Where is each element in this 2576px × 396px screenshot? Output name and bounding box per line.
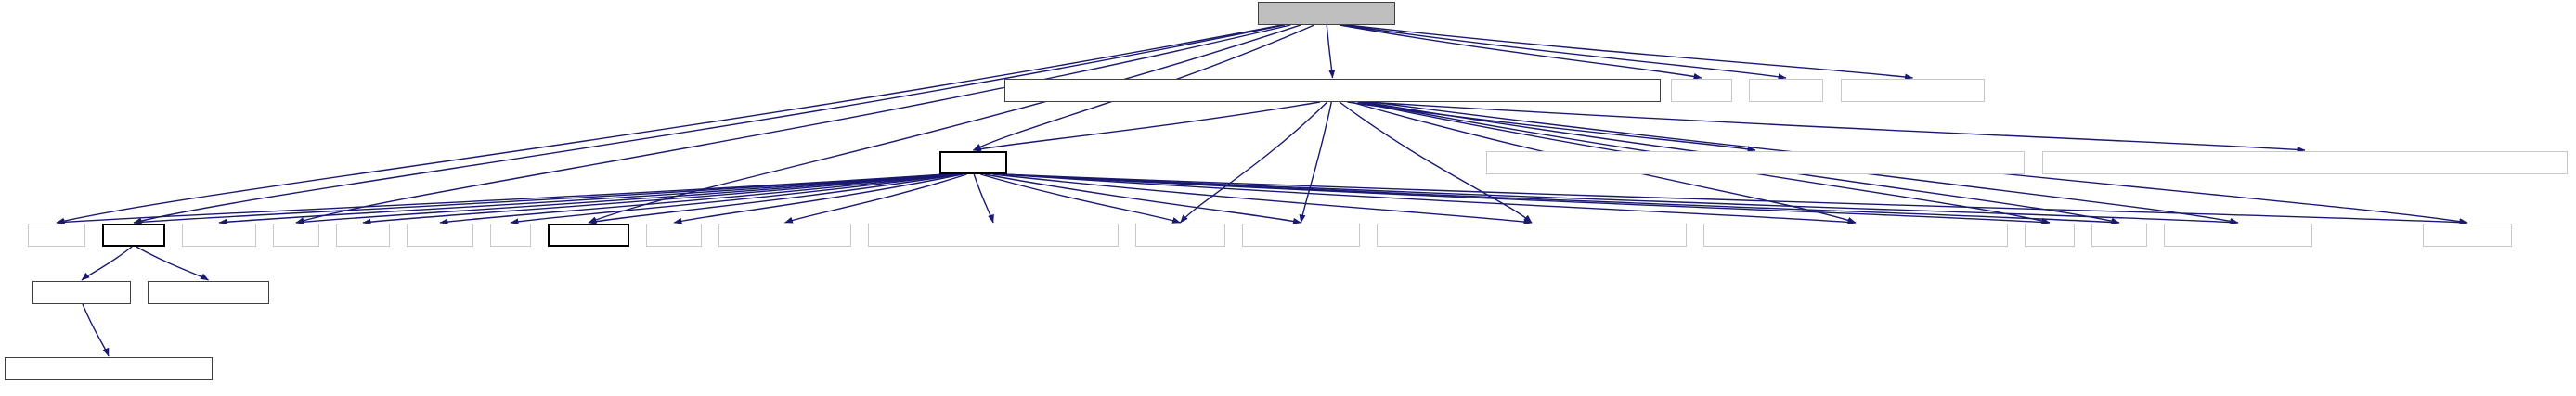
graph-node-assert-h[interactable]	[102, 224, 165, 247]
graph-node-deque[interactable]	[646, 224, 702, 247]
graph-edge	[362, 173, 952, 225]
graph-edge	[673, 173, 964, 224]
graph-edge	[973, 101, 1321, 152]
graph-edge	[81, 246, 133, 281]
graph-node-ros-static-assert-h[interactable]	[148, 281, 269, 304]
graph-edge	[218, 173, 948, 225]
graph-edge	[1366, 101, 2306, 153]
graph-node-opencv-cv-h[interactable]	[2423, 224, 2512, 247]
graph-node-cob-driver-cob-camera-sensors-common-include-cob-camera-sensors-abstractrangeimagingsensor-h[interactable]	[1004, 79, 1661, 102]
graph-node-opencv-highgui-h[interactable]	[1242, 224, 1360, 247]
graph-node-string[interactable]	[336, 224, 390, 247]
graph-edge	[56, 173, 946, 225]
graph-edge	[1179, 101, 1328, 224]
graph-edge	[1001, 173, 2239, 226]
graph-node-math-h[interactable]	[28, 224, 85, 247]
graph-edge	[136, 246, 209, 281]
graph-edge	[1347, 101, 1756, 153]
graph-edge	[295, 173, 951, 225]
graph-node-stdio-h[interactable]	[1671, 79, 1732, 102]
graph-edge	[1001, 173, 1857, 225]
graph-node-virtualrangecam-h[interactable]	[1258, 2, 1395, 25]
graph-node-opencv-ml-h[interactable]	[1135, 224, 1225, 247]
graph-edge	[133, 173, 946, 225]
graph-node-boost-filesystem-hpp[interactable]	[1841, 79, 1985, 102]
graph-edge	[295, 24, 1291, 224]
graph-edge	[588, 24, 1301, 224]
graph-node-cob-common-cob-vision-utils-common-include-cob-vision-utils-camerasensortypes-h[interactable]	[2042, 151, 2568, 174]
graph-node-cob-common-cob-vision-utils-common-include-cob-vision-utils-camerasensordefines-h[interactable]	[1486, 151, 2025, 174]
graph-edge	[1001, 173, 2120, 226]
graph-node-stdafx-h[interactable]	[939, 151, 1007, 174]
graph-edge	[1340, 24, 1702, 80]
graph-node-cob-vision-windows-src-extern-tinyxml-tinyxml-h[interactable]	[1377, 224, 1687, 247]
graph-node-sstream[interactable]	[1749, 79, 1823, 102]
graph-edge	[588, 173, 961, 225]
graph-edge	[984, 173, 1301, 224]
graph-node-ros-console-h[interactable]	[32, 281, 131, 304]
graph-node-set[interactable]	[490, 224, 531, 247]
graph-edge	[133, 24, 1286, 224]
graph-node-boost-math-distributions-binomial-hpp[interactable]	[868, 224, 1119, 247]
graph-edge	[1326, 24, 1336, 79]
graph-edge	[82, 303, 110, 357]
graph-edge	[56, 24, 1283, 224]
graph-node-windows-h[interactable]	[548, 224, 629, 247]
graph-edge	[439, 173, 955, 225]
graph-edge	[980, 173, 1181, 224]
graph-edge	[1001, 173, 2051, 225]
graph-node-vector[interactable]	[2091, 224, 2147, 247]
graph-edge	[992, 173, 1533, 225]
graph-node-boost-shared-ptr-hpp[interactable]	[2164, 224, 2312, 247]
graph-edge	[1347, 24, 1913, 81]
graph-node-limits[interactable]	[2025, 224, 2075, 247]
graph-node-boost-progress-hpp[interactable]	[718, 224, 851, 247]
graph-edge	[784, 173, 967, 224]
graph-edge	[510, 173, 958, 225]
graph-node-map[interactable]	[273, 224, 319, 247]
graph-edge	[1342, 24, 1787, 81]
graph-edge	[973, 173, 994, 224]
graph-edge	[1001, 173, 2468, 226]
graph-edge	[1299, 101, 1332, 224]
graph-node-iostream[interactable]	[182, 224, 256, 247]
graph-node-cob-vision-windows-src-extern-tinyxml-tinystr-h[interactable]	[1703, 224, 2008, 247]
graph-node-fstream[interactable]	[407, 224, 473, 247]
graph-node-rosconsole-macros-generated-h[interactable]	[5, 357, 213, 380]
